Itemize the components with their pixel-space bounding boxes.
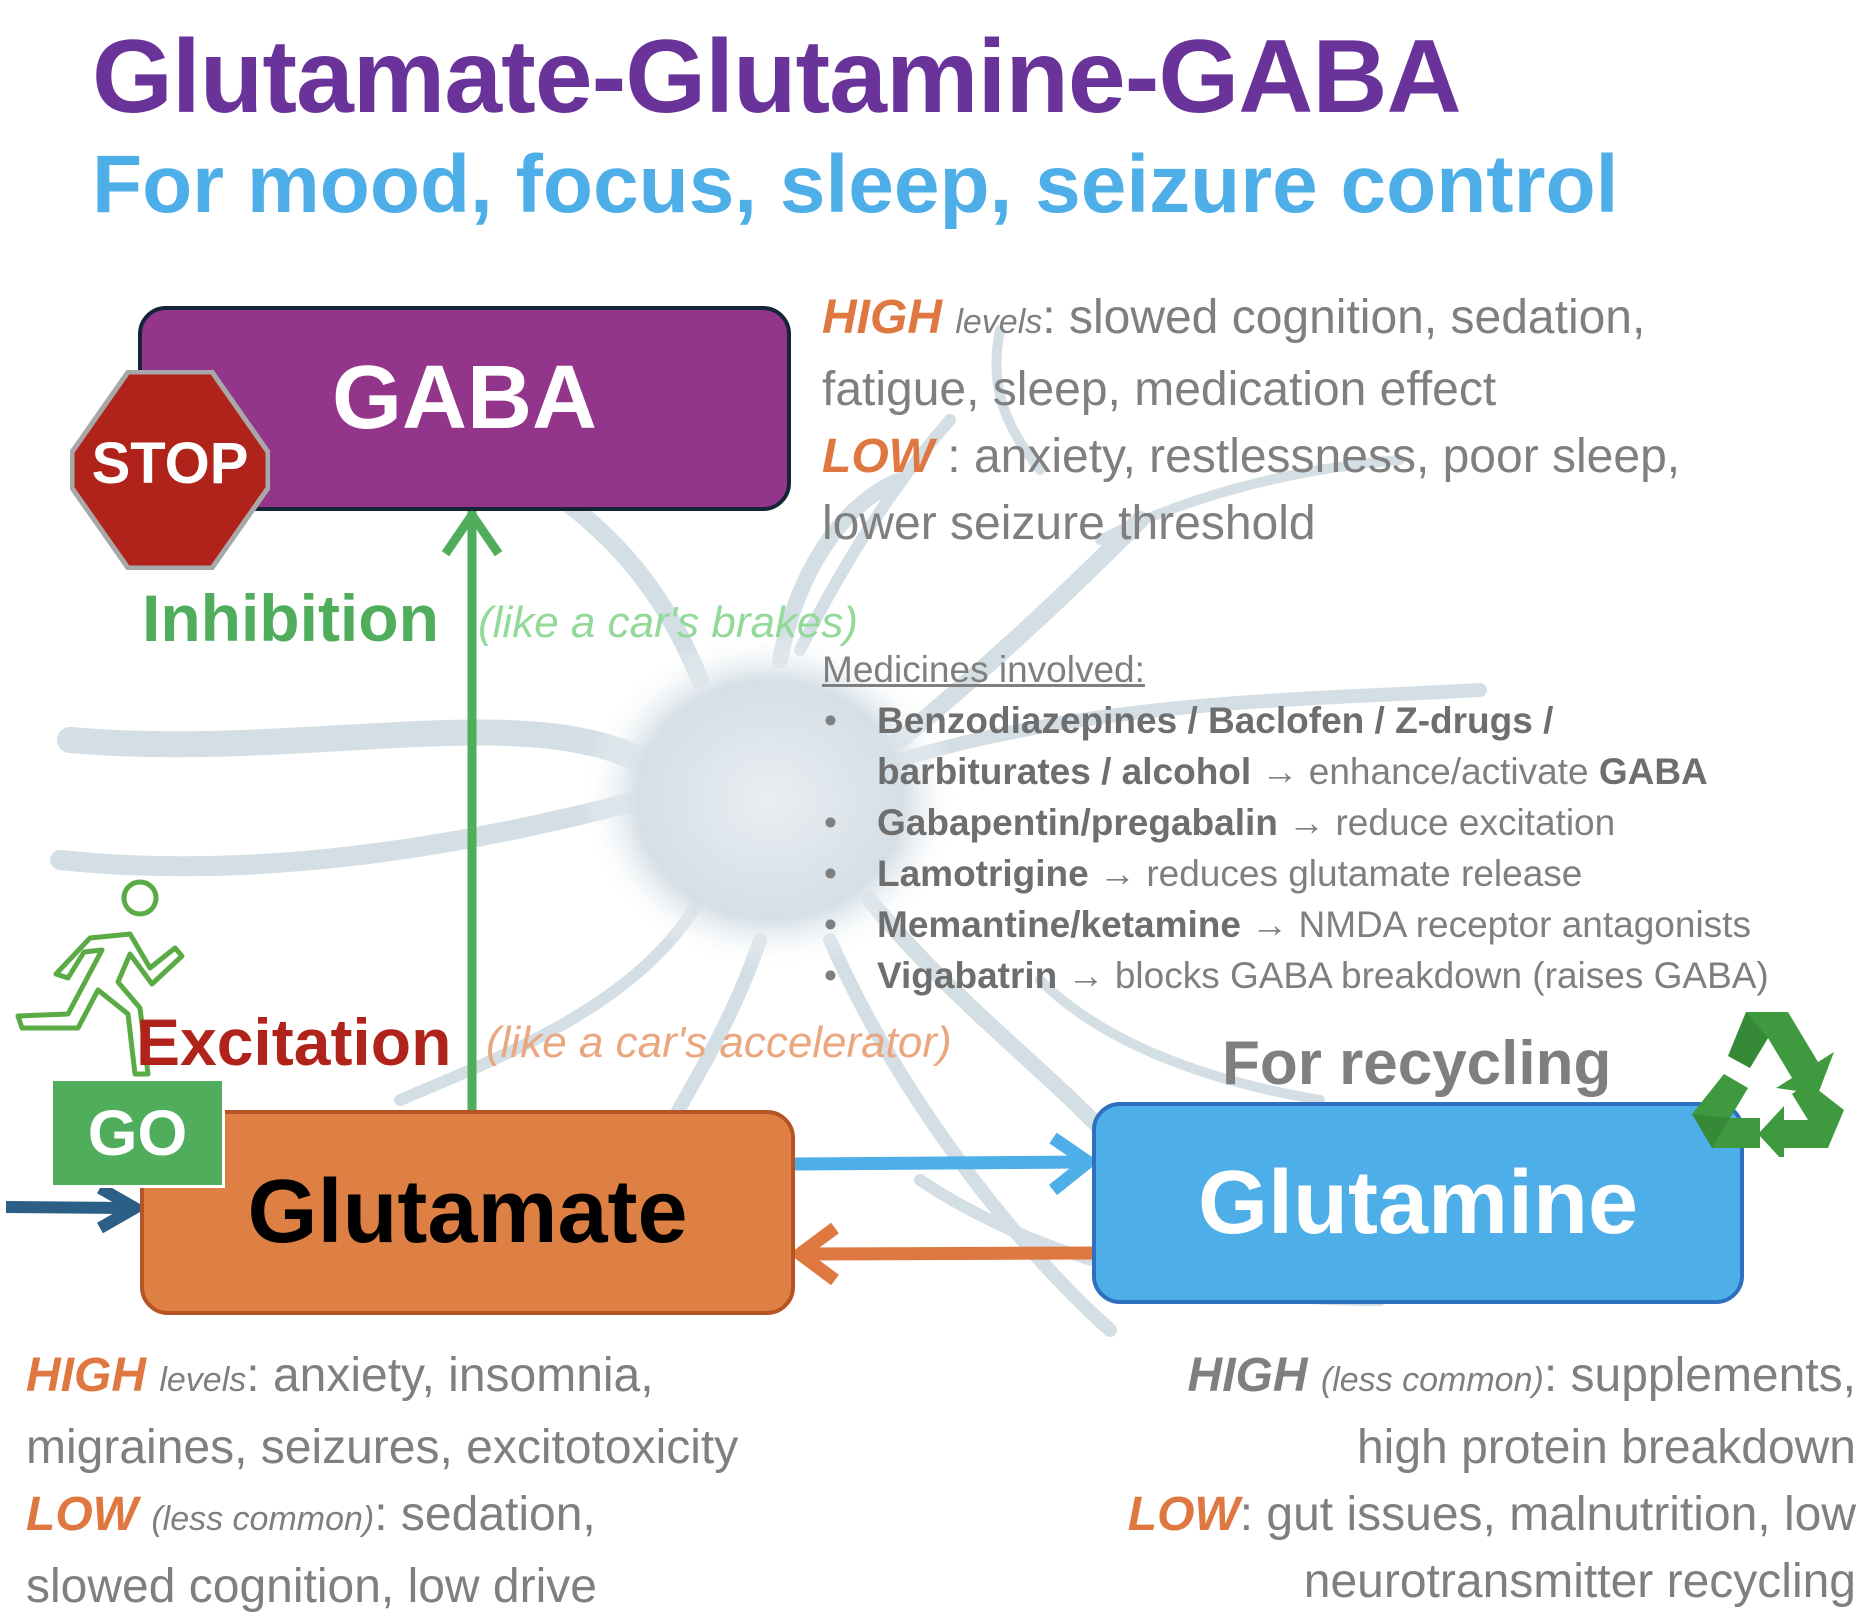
arrow-icon: → [1240, 904, 1299, 945]
medicine-drug: Benzodiazepines / Baclofen / Z-drugs / [877, 700, 1554, 741]
glutamate-node: Glutamate [140, 1110, 795, 1315]
arrow-icon: → [1088, 853, 1147, 894]
glutamate-low-text: : sedation, [374, 1488, 596, 1541]
go-sign-icon: GO [50, 1078, 225, 1188]
medicine-effect: reduce excitation [1335, 802, 1616, 843]
glutamate-levels-info: HIGH levels: anxiety, insomnia, migraine… [26, 1342, 738, 1620]
gaba-high-text: : slowed cognition, sedation, [1042, 291, 1646, 344]
go-sign-text: GO [87, 1097, 188, 1169]
glutamine-to-glutamate-arrow [789, 1222, 1093, 1286]
glutamine-low-text-2: neurotransmitter recycling [1303, 1555, 1856, 1608]
glutamine-high-text-2: high protein breakdown [1356, 1421, 1856, 1474]
medicine-drug: Lamotrigine [877, 853, 1089, 894]
medicine-drug: Gabapentin/pregabalin [877, 802, 1278, 843]
medicine-drug-2: barbiturates / alcohol [877, 751, 1252, 792]
arrow-icon: → [1251, 751, 1309, 792]
medicine-item: Gabapentin/pregabalin → reduce excitatio… [822, 797, 1769, 848]
glutamine-low-text: : gut issues, malnutrition, low [1239, 1488, 1856, 1541]
medicines-list: Medicines involved: Benzodiazepines / Ba… [822, 644, 1769, 1001]
gaba-low-text-2: lower seizure threshold [822, 497, 1316, 550]
gaba-low-label: LOW [822, 430, 934, 483]
medicine-drug: Memantine/ketamine [877, 904, 1241, 945]
gaba-high-text-2: fatigue, sleep, medication effect [822, 363, 1497, 416]
glutamate-high-label: HIGH [26, 1349, 146, 1402]
excitation-label: Excitation [136, 1005, 452, 1079]
medicine-effect-bold: GABA [1598, 751, 1708, 792]
page-subtitle: For mood, focus, sleep, seizure control [92, 139, 1619, 230]
excitation-note: (like a car's accelerator) [486, 1018, 952, 1067]
glutamine-high-qualifier: (less common) [1320, 1361, 1544, 1399]
medicine-item: Vigabatrin → blocks GABA breakdown (rais… [822, 950, 1769, 1001]
glutamate-high-qualifier: levels [159, 1361, 247, 1399]
gaba-high-qualifier: levels [955, 303, 1043, 341]
gaba-low-text: : anxiety, restlessness, poor sleep, [933, 430, 1681, 483]
gaba-high-label: HIGH [822, 291, 942, 344]
inhibition-note: (like a car's brakes) [478, 598, 859, 647]
medicine-effect: reduces glutamate release [1146, 853, 1583, 894]
input-arrow [5, 1182, 148, 1234]
arrow-icon: → [1057, 955, 1115, 996]
glutamine-high-text: : supplements, [1543, 1349, 1856, 1402]
glutamate-label: Glutamate [247, 1162, 688, 1262]
medicine-drug: Vigabatrin [877, 955, 1058, 996]
glutamate-high-text-2: migraines, seizures, excitotoxicity [26, 1421, 739, 1474]
medicine-item: Memantine/ketamine → NMDA receptor antag… [822, 899, 1769, 950]
medicine-effect: blocks GABA breakdown (raises GABA) [1114, 955, 1769, 996]
glutamine-node: Glutamine [1092, 1102, 1744, 1304]
glutamate-high-text: : anxiety, insomnia, [246, 1349, 654, 1402]
glutamate-to-glutamine-arrow [794, 1132, 1099, 1196]
stop-sign-text: STOP [91, 431, 249, 496]
medicines-heading: Medicines involved: [822, 649, 1145, 690]
recycling-label: For recycling [1222, 1029, 1612, 1098]
glutamate-low-text-2: slowed cognition, low drive [26, 1560, 597, 1613]
recycle-icon [1692, 1012, 1844, 1157]
gaba-levels-info: HIGH levels: slowed cognition, sedation,… [822, 284, 1680, 557]
glutamine-label: Glutamine [1197, 1152, 1639, 1253]
medicine-effect: enhance/activate [1308, 751, 1599, 792]
page-title: Glutamate-Glutamine-GABA [92, 19, 1462, 135]
glutamine-low-label: LOW [1127, 1488, 1240, 1541]
gaba-label: GABA [332, 348, 597, 448]
inhibition-arrow [441, 507, 503, 1117]
arrow-icon: → [1277, 802, 1336, 843]
inhibition-label: Inhibition [142, 581, 439, 655]
medicine-item: Lamotrigine → reduces glutamate release [822, 848, 1769, 899]
glutamine-high-label: HIGH [1187, 1349, 1308, 1402]
glutamate-low-qualifier: (less common) [151, 1500, 375, 1538]
medicine-item: Benzodiazepines / Baclofen / Z-drugs / ba… [822, 695, 1769, 797]
stop-sign-icon: STOP [69, 369, 271, 571]
running-person-icon [15, 879, 185, 1077]
medicine-effect: NMDA receptor antagonists [1298, 904, 1751, 945]
glutamate-low-label: LOW [26, 1488, 138, 1541]
glutamine-levels-info: HIGH (less common): supplements, high pr… [1128, 1342, 1856, 1615]
